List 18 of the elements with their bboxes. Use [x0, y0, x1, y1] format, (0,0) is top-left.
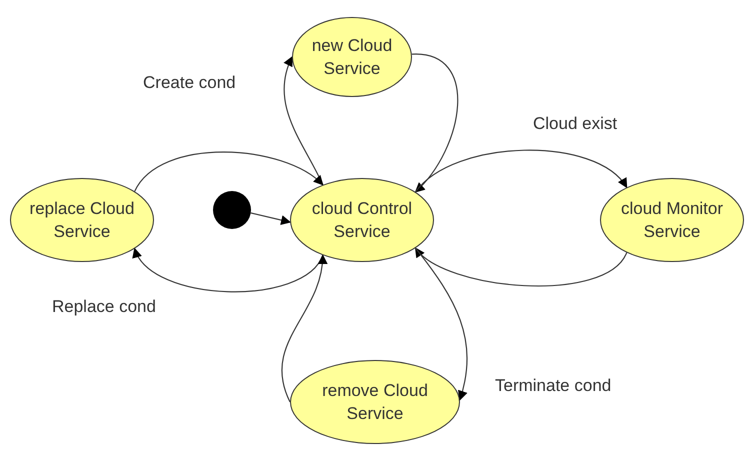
- start-dot: [213, 191, 251, 229]
- edge-label: Cloud exist: [533, 114, 618, 134]
- state-label: new Cloud Service: [310, 35, 394, 80]
- arrow: [250, 212, 292, 225]
- state-label: remove Cloud Service: [321, 380, 429, 425]
- arrow: [282, 254, 327, 402]
- edge-label: Replace cond: [52, 297, 156, 317]
- arrow: [134, 152, 324, 192]
- arrow: [412, 54, 458, 193]
- arrow: [415, 248, 468, 401]
- arrow: [134, 248, 324, 292]
- arrow: [414, 247, 628, 286]
- arrow: [415, 150, 628, 192]
- state-label: replace Cloud Service: [28, 198, 136, 243]
- state-label: cloud Monitor Service: [620, 198, 724, 243]
- edge-label: Create cond: [143, 73, 236, 93]
- edge-label: Terminate cond: [495, 376, 612, 396]
- state-label: cloud Control Service: [310, 198, 414, 243]
